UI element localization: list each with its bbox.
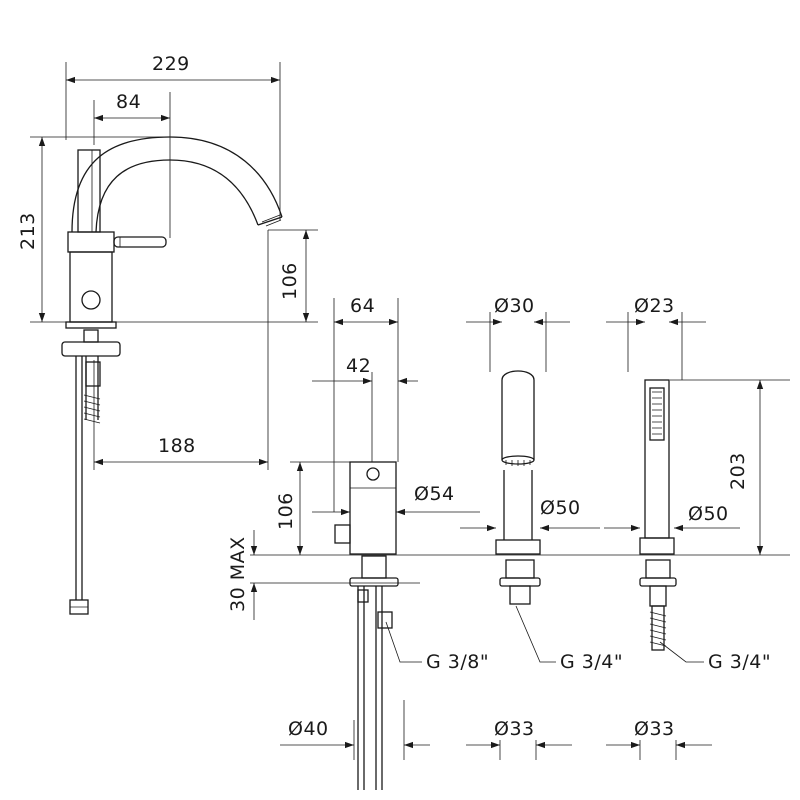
dim-spout-projection: 229	[152, 53, 190, 75]
dim-diverter-hole: Ø40	[288, 718, 329, 740]
extension-lines	[30, 62, 790, 760]
dim-spout-base-diameter: Ø50	[540, 497, 581, 519]
diverter-drawing	[334, 461, 399, 790]
mixer-drawing	[61, 136, 283, 615]
dim-diverter-width: 64	[350, 295, 375, 317]
dim-spout-thread: G 3/4"	[560, 651, 623, 673]
dim-deck-thickness: 30 MAX	[227, 536, 249, 612]
dim-diverter-thread: G 3/8"	[426, 651, 489, 673]
dim-diverter-diameter: Ø54	[414, 483, 455, 505]
dim-spout-to-diverter: 188	[158, 435, 196, 457]
dim-spout-hole: Ø33	[494, 718, 535, 740]
dimension-lines	[38, 76, 764, 749]
dim-shower-height: 203	[727, 452, 749, 490]
dim-shower-base-diameter: Ø50	[688, 503, 729, 525]
dim-spout-diameter: Ø30	[494, 295, 535, 317]
dim-shower-thread: G 3/4"	[708, 651, 771, 673]
hand-shower-drawing	[639, 379, 677, 651]
dim-spout-outlet-height: 106	[279, 262, 301, 300]
dim-diverter-height: 106	[275, 492, 297, 530]
spout-drawing	[495, 370, 541, 605]
dim-diverter-lever-offset: 42	[346, 355, 371, 377]
dim-shower-hole: Ø33	[634, 718, 675, 740]
dim-handle-offset: 84	[116, 91, 141, 113]
dim-mixer-height: 213	[17, 212, 39, 250]
dim-shower-diameter: Ø23	[634, 295, 675, 317]
